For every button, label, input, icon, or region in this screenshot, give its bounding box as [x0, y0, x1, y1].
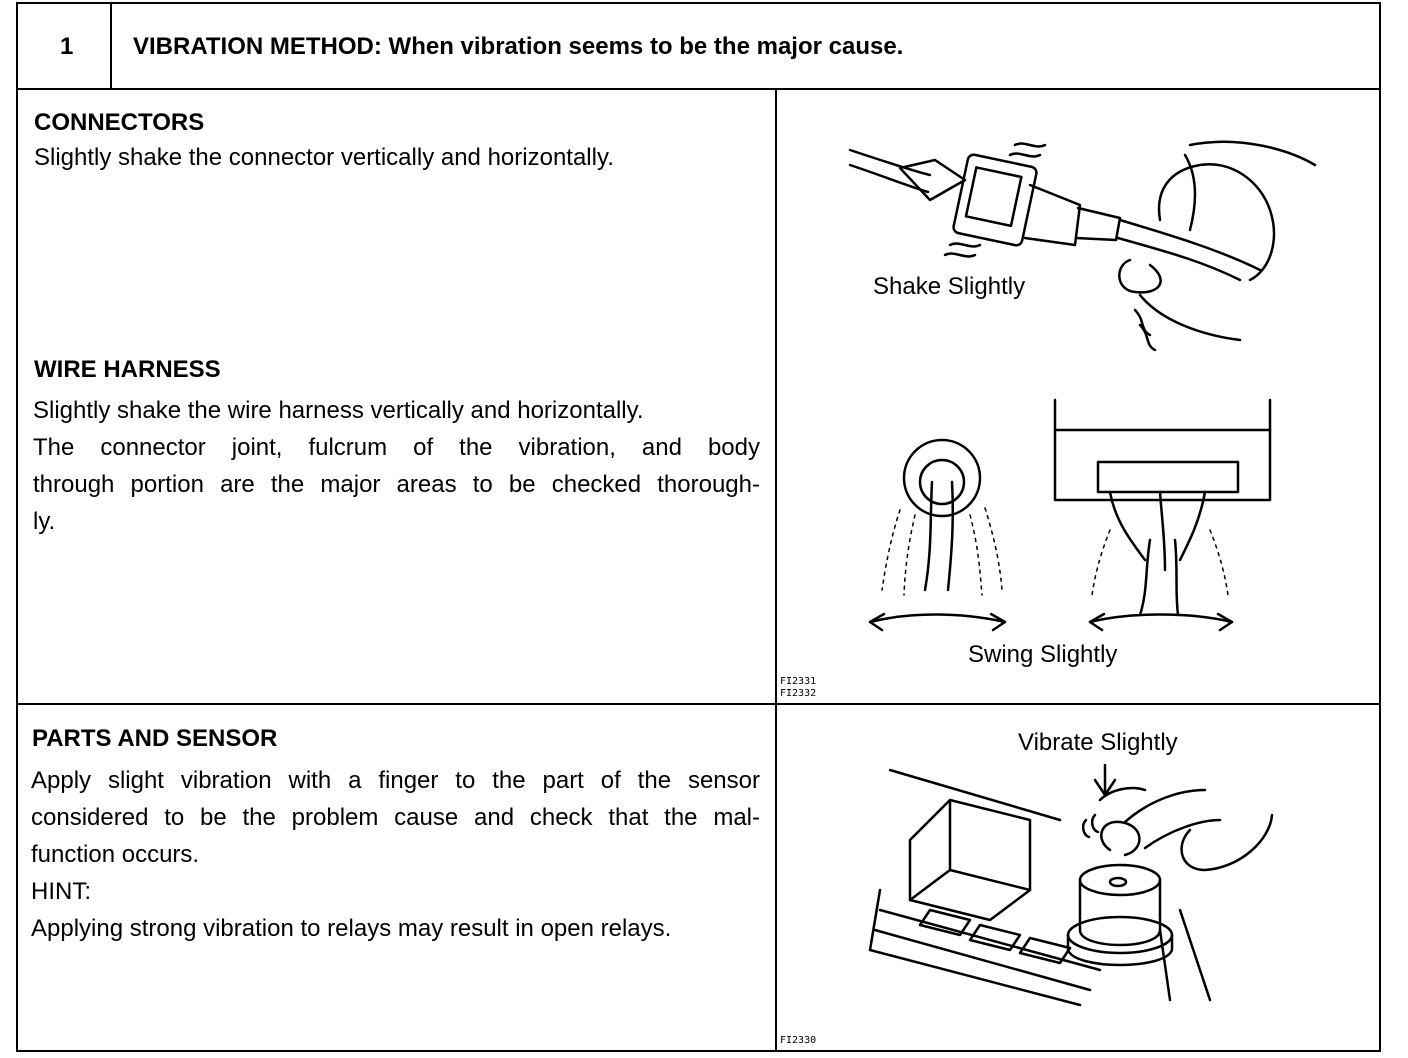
frame-top — [16, 2, 1381, 4]
step-number: 1 — [60, 33, 74, 60]
frame-left — [16, 2, 18, 1052]
figure-code-bottom: FI2330 — [780, 1035, 817, 1046]
swing-slightly-label: Swing Slightly — [968, 641, 1118, 668]
page-title: VIBRATION METHOD: When vibration seems t… — [133, 33, 904, 60]
parts-sensor-line-1: Apply slight vibration with a finger to … — [31, 767, 760, 794]
parts-sensor-line-3: function occurs. — [31, 841, 200, 868]
parts-sensor-line-2: considered to be the problem cause and c… — [31, 804, 760, 831]
wire-harness-line-2: The connector joint, fulcrum of the vibr… — [33, 434, 760, 461]
figure-code-top-2: FI2332 — [780, 688, 817, 699]
relay-finger-vibrate-illustration — [868, 763, 1274, 1007]
wire-harness-line-3: through portion are the major areas to b… — [33, 471, 760, 498]
frame-right — [1379, 2, 1381, 1052]
row-divider — [16, 703, 1381, 705]
header-divider — [16, 88, 1381, 90]
frame-bottom — [16, 1050, 1381, 1052]
wire-harness-line-4: ly. — [33, 508, 56, 535]
connector-hand-illustration — [848, 140, 1317, 352]
wire-harness-line-1: Slightly shake the wire harness vertical… — [33, 397, 644, 424]
hint-label: HINT: — [31, 878, 91, 905]
column-divider — [775, 89, 777, 1051]
shake-slightly-label: Shake Slightly — [873, 273, 1026, 300]
wire-harness-heading: WIRE HARNESS — [34, 356, 221, 383]
connectors-text: Slightly shake the connector vertically … — [34, 144, 614, 171]
wire-harness-paragraph: Slightly shake the wire harness vertical… — [33, 392, 760, 540]
parts-sensor-heading: PARTS AND SENSOR — [32, 725, 278, 752]
connectors-heading: CONNECTORS — [34, 109, 205, 136]
figure-code-top-1: FI2331 — [780, 676, 817, 687]
wire-harness-swing-illustration — [868, 398, 1272, 632]
step-number-divider — [110, 2, 112, 89]
parts-sensor-paragraph: Apply slight vibration with a finger to … — [31, 762, 760, 947]
hint-text: Applying strong vibration to relays may … — [31, 915, 672, 942]
vibrate-slightly-label: Vibrate Slightly — [1018, 729, 1178, 756]
